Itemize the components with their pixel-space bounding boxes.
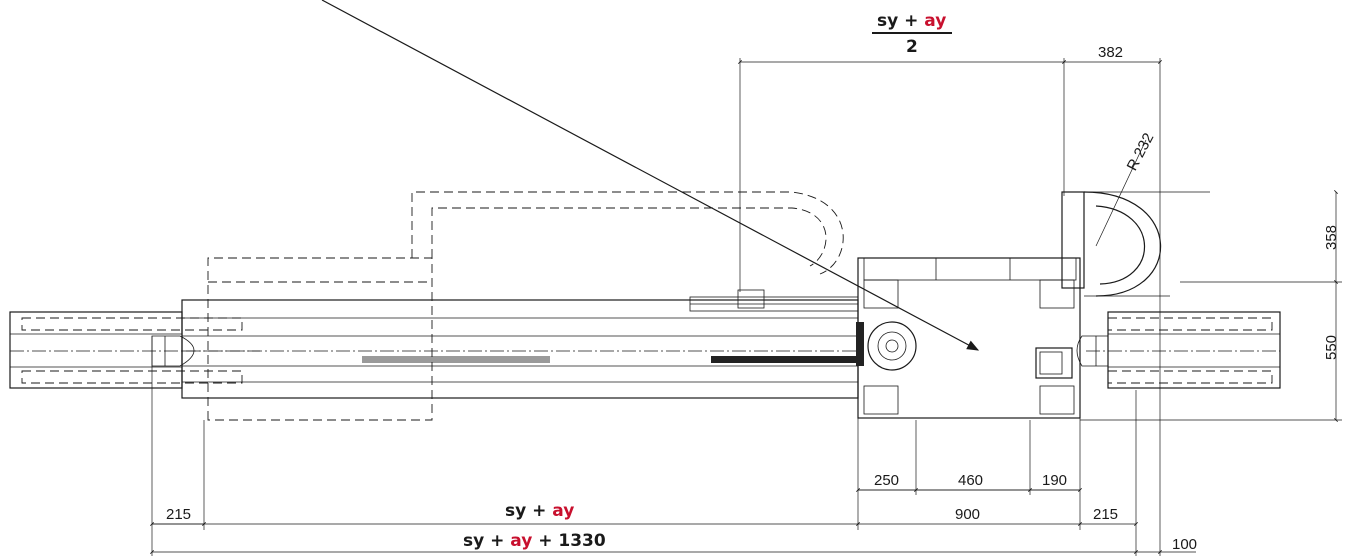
dimension-382: 382 (1098, 44, 1123, 61)
left-rail-end (9, 311, 260, 389)
top-fraction-denominator: 2 (906, 37, 918, 57)
dimension-215-left: 215 (166, 506, 191, 523)
dimension-250: 250 (874, 472, 899, 489)
mid-formula: sy + ay (505, 501, 574, 521)
dimension-215-right: 215 (1093, 506, 1118, 523)
radius-label: R 232 (1124, 130, 1158, 173)
dimension-900: 900 (955, 506, 980, 523)
phantom-carriage (207, 191, 844, 421)
bottom-formula: sy + ay + 1330 (463, 531, 606, 551)
dimension-190: 190 (1042, 472, 1067, 489)
energy-chain (1061, 139, 1210, 297)
top-fraction-numerator: sy + ay (877, 11, 946, 31)
dimension-358: 358 (1323, 225, 1340, 250)
main-beam (181, 299, 859, 399)
dimension-460: 460 (958, 472, 983, 489)
pointer-arrow (321, 0, 980, 351)
dimension-550: 550 (1323, 335, 1340, 360)
right-rail-end (1076, 311, 1281, 389)
dimension-100: 100 (1172, 536, 1197, 553)
carriage-block (856, 257, 1081, 419)
